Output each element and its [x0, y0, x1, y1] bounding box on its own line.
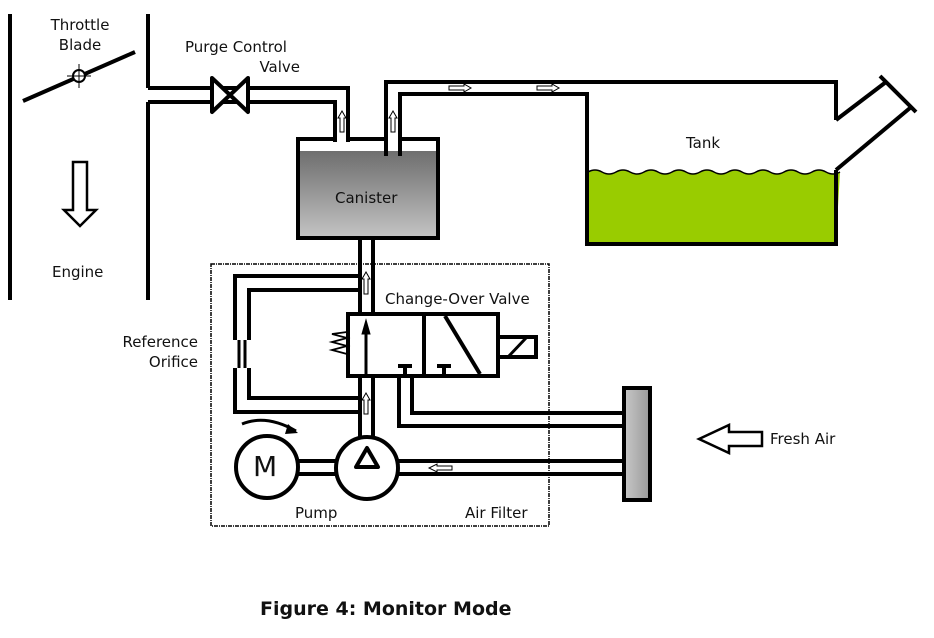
pump-label: Pump — [295, 504, 338, 522]
fresh-air-arrow-icon — [696, 423, 764, 455]
fresh-air-label: Fresh Air — [770, 430, 836, 448]
change-over-valve-label: Change-Over Valve — [385, 290, 530, 308]
purge-label-line1: Purge Control — [185, 38, 287, 56]
pump-icon — [334, 435, 400, 501]
tank — [585, 74, 918, 246]
canister — [296, 137, 440, 240]
air-filter-label: Air Filter — [465, 504, 528, 522]
pump-flow-arrows — [361, 270, 371, 415]
vent-flow-arrows — [337, 83, 561, 133]
intake-manifold — [8, 14, 150, 300]
canister-label: Canister — [335, 189, 398, 207]
motor-label: M — [253, 450, 278, 483]
throttle-blade-icon — [22, 50, 136, 103]
tank-vent-line — [384, 80, 838, 170]
air-filter-icon — [622, 386, 652, 502]
purge-label-line2: Valve — [259, 58, 300, 76]
figure-caption: Figure 4: Monitor Mode — [260, 598, 512, 620]
purge-control-valve-label: Purge Control Valve — [185, 37, 300, 77]
valve-filter-lines — [296, 376, 624, 476]
orifice-label-line2: Orifice — [148, 353, 198, 371]
engine-flow-arrow-icon — [60, 160, 100, 228]
purge-control-valve-icon — [210, 76, 250, 114]
orifice-label-line1: Reference — [122, 333, 198, 351]
tank-label: Tank — [686, 134, 721, 152]
throttle-blade-label: Throttle Blade — [40, 15, 120, 55]
motor-icon — [234, 418, 300, 500]
change-over-valve-icon — [328, 312, 538, 378]
air-intake-flow-arrow-icon — [427, 463, 453, 473]
diagnostic-module-boundary — [210, 263, 550, 527]
throttle-label-line1: Throttle — [50, 16, 110, 34]
reference-orifice-icon — [230, 340, 254, 368]
engine-label: Engine — [52, 263, 104, 281]
throttle-label-line2: Blade — [58, 36, 102, 54]
reference-orifice-label: Reference Orifice — [100, 332, 198, 372]
